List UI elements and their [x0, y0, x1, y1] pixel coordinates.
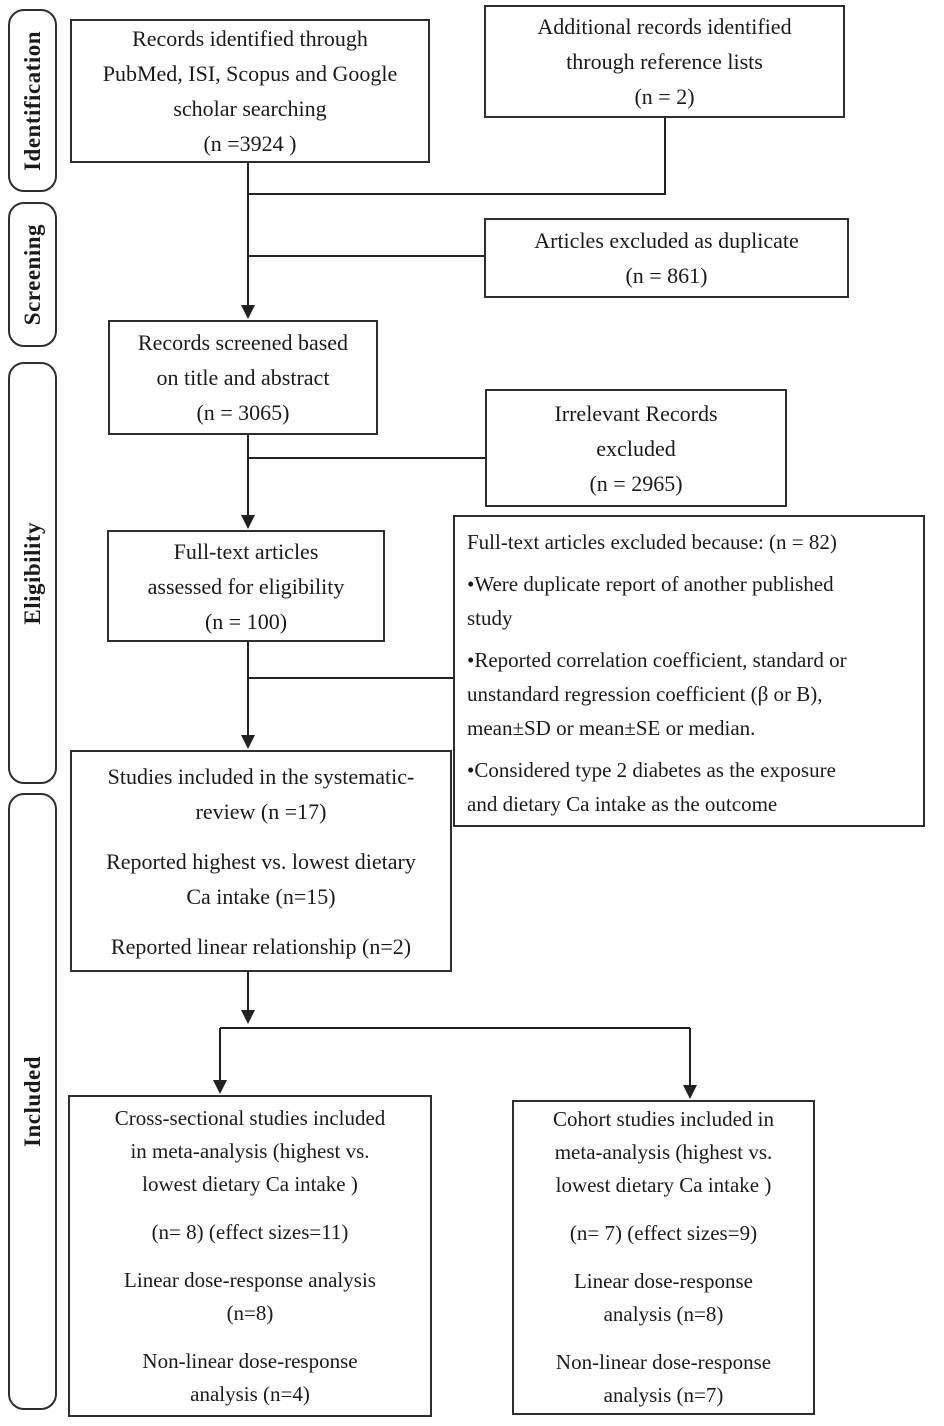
box-duplicates-excluded: Articles excluded as duplicate (n = 861) [484, 218, 849, 298]
box-records-screened: Records screened based on title and abst… [108, 320, 378, 435]
cross-sectional-p2: (n= 8) (effect sizes=11) [151, 1219, 349, 1244]
box-records-screened-text: Records screened based on title and abst… [137, 330, 349, 425]
cohort-p1: Cohort studies included in meta-analysis… [552, 1107, 775, 1197]
stage-screening: Screening [8, 202, 57, 347]
box-cross-sectional: Cross-sectional studies included in meta… [68, 1095, 432, 1417]
box-fulltext-excluded-reasons: Full-text articles excluded because: (n … [453, 515, 925, 827]
cross-sectional-p3: Linear dose-response analysis (n=8) [124, 1267, 376, 1325]
stage-screening-label: Screening [19, 223, 45, 326]
cross-sectional-p4: Non-linear dose-response analysis (n=4) [142, 1348, 358, 1406]
box-records-identified-text: Records identified through PubMed, ISI, … [102, 26, 398, 156]
fulltext-excluded-bullet-1: •Were duplicate report of another publis… [467, 572, 834, 630]
box-irrelevant-excluded: Irrelevant Records excluded (n = 2965) [485, 389, 787, 507]
studies-included-p2: Reported highest vs. lowest dietary Ca i… [106, 848, 416, 909]
stage-eligibility-label: Eligibility [19, 521, 45, 625]
box-additional-records-text: Additional records identified through re… [537, 14, 792, 109]
box-studies-included: Studies included in the systematic- revi… [70, 750, 452, 972]
box-irrelevant-excluded-text: Irrelevant Records excluded (n = 2965) [554, 400, 718, 496]
stage-included-label: Included [19, 1056, 45, 1147]
box-records-identified: Records identified through PubMed, ISI, … [70, 19, 430, 163]
stage-included: Included [8, 793, 57, 1410]
studies-included-p1: Studies included in the systematic- revi… [107, 763, 415, 824]
cross-sectional-p1: Cross-sectional studies included in meta… [114, 1105, 386, 1196]
box-duplicates-excluded-text: Articles excluded as duplicate (n = 861) [534, 228, 799, 288]
stage-identification-label: Identification [19, 30, 45, 171]
box-additional-records: Additional records identified through re… [484, 5, 845, 118]
stage-eligibility: Eligibility [8, 362, 57, 784]
cohort-p4: Non-linear dose-response analysis (n=7) [555, 1350, 772, 1407]
box-cohort: Cohort studies included in meta-analysis… [512, 1100, 815, 1415]
cohort-p2: (n= 7) (effect sizes=9) [569, 1221, 758, 1245]
cohort-p3: Linear dose-response analysis (n=8) [573, 1269, 753, 1326]
stage-identification: Identification [8, 9, 57, 192]
fulltext-excluded-bullet-3: •Considered type 2 diabetes as the expos… [467, 758, 836, 816]
box-fulltext-assessed-text: Full-text articles assessed for eligibil… [147, 538, 345, 634]
studies-included-p3: Reported linear relationship (n=2) [110, 933, 412, 959]
box-fulltext-assessed: Full-text articles assessed for eligibil… [107, 530, 385, 642]
fulltext-excluded-title: Full-text articles excluded because: (n … [467, 530, 837, 554]
fulltext-excluded-bullet-2: •Reported correlation coefficient, stand… [467, 648, 847, 740]
